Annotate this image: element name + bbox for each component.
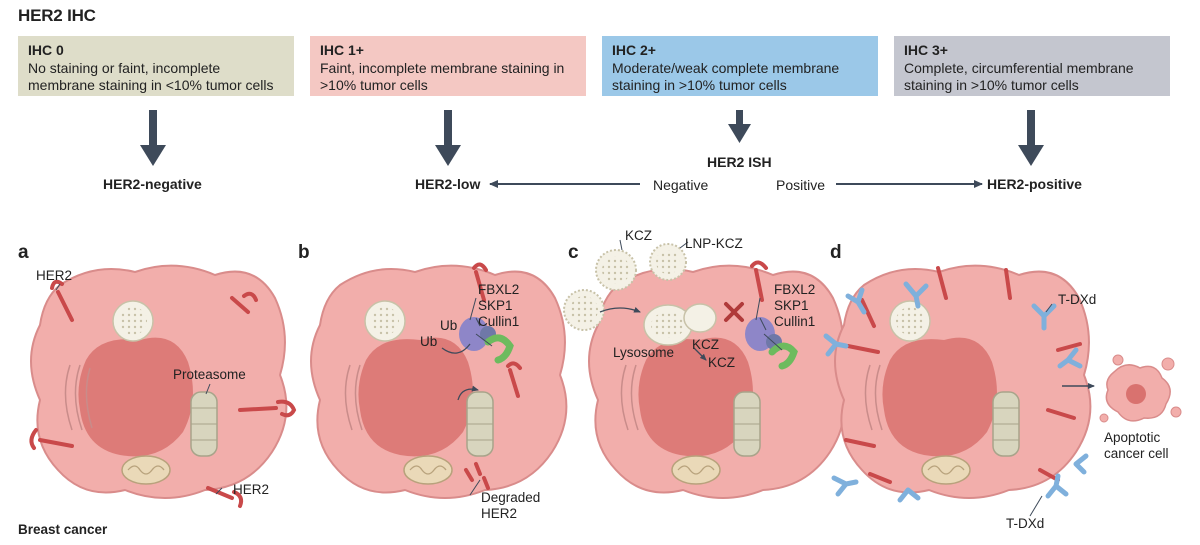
label-d-apoptotic: Apoptotic cancer cell (1104, 430, 1169, 461)
label-b-ub-2: Ub (420, 334, 438, 349)
cell-a (30, 264, 288, 499)
ihc0-box: IHC 0 No staining or faint, incomplete m… (18, 36, 294, 96)
ish-positive-label: Positive (776, 177, 826, 193)
antibodies-d (823, 281, 1089, 503)
panel-label-d: d (830, 242, 842, 263)
label-b-degraded-her2: Degraded HER2 (481, 490, 541, 521)
label-c-kcz: KCZ (625, 228, 652, 243)
label-c-lysosome: Lysosome (613, 345, 675, 360)
panel-label-a: a (18, 242, 29, 263)
ihc2-box: IHC 2+ Moderate/weak complete membrane s… (602, 36, 878, 96)
label-d-tdxd-bottom: T-DXd (1006, 516, 1045, 531)
arrow-ihc3-down (1018, 110, 1044, 166)
ihc3-box: IHC 3+ Complete, circumferential membran… (894, 36, 1170, 96)
label-c-cullin1: Cullin1 (774, 314, 816, 329)
label-b-ub-1: Ub (440, 318, 458, 333)
cell-c (588, 264, 846, 499)
label-c-kcz-2: KCZ (692, 337, 719, 352)
label-c-kcz-3: KCZ (708, 355, 735, 370)
label-b-skp1: SKP1 (478, 298, 513, 313)
ihc3-heading: IHC 3+ (904, 42, 948, 58)
arrow-ihc2-down (728, 110, 751, 143)
label-d-tdxd-top: T-DXd (1058, 292, 1097, 307)
ihc2-heading: IHC 2+ (612, 42, 656, 58)
arrow-ihc0-down (140, 110, 166, 166)
ihc2-description: Moderate/weak complete membrane staining… (612, 60, 840, 93)
outcome-her2-positive: HER2-positive (987, 176, 1082, 192)
ihc1-description: Faint, incomplete membrane staining in >… (320, 60, 565, 93)
her2-receptors-c (750, 260, 768, 302)
arrow-ihc1-down (435, 110, 461, 166)
cell-d (834, 264, 1092, 499)
label-a-her2-bottom: HER2 (233, 482, 270, 497)
outcome-her2-low: HER2-low (415, 176, 481, 192)
her2-receptors-a (29, 279, 297, 508)
ihc1-heading: IHC 1+ (320, 42, 364, 58)
panel-label-c: c (568, 242, 579, 263)
ish-title: HER2 ISH (707, 154, 772, 170)
ihc0-description: No staining or faint, incomplete membran… (28, 60, 274, 93)
ihc1-box: IHC 1+ Faint, incomplete membrane staini… (310, 36, 586, 96)
label-a-her2-top: HER2 (36, 268, 73, 283)
ihc3-description: Complete, circumferential membrane stain… (904, 60, 1134, 93)
ish-negative-label: Negative (653, 177, 709, 193)
label-c-skp1: SKP1 (774, 298, 809, 313)
label-a-proteasome: Proteasome (173, 367, 246, 382)
cell-b (310, 264, 568, 499)
figure-title: HER2 IHC (18, 6, 96, 25)
panel-label-b: b (298, 242, 310, 263)
her2-receptors-d (844, 266, 1082, 484)
label-c-lnp-kcz: LNP-KCZ (685, 236, 743, 251)
label-c-fbxl2: FBXL2 (774, 282, 816, 297)
nanoparticles-c (563, 239, 689, 331)
label-b-cullin1: Cullin1 (478, 314, 520, 329)
apoptotic-cell (1062, 354, 1182, 423)
ihc0-heading: IHC 0 (28, 42, 64, 58)
leader-lines (55, 283, 1053, 517)
label-b-fbxl2: FBXL2 (478, 282, 520, 297)
outcome-her2-negative: HER2-negative (103, 176, 202, 192)
caption-breast-cancer: Breast cancer (18, 522, 108, 537)
her2-receptors-b (464, 262, 522, 490)
